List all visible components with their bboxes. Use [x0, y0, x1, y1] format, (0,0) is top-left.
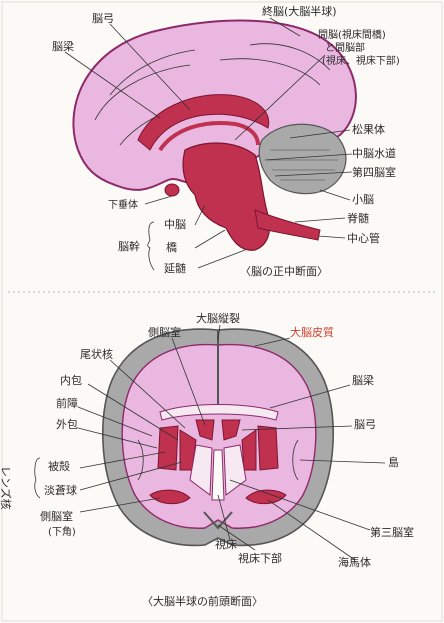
label-interthalamic-3: (視床、視床下部): [322, 54, 400, 67]
label-fourth-ventricle: 第四脳室: [352, 165, 396, 179]
label-fornix: 脳弓: [92, 12, 114, 25]
label-central-canal: 中心管: [347, 231, 380, 245]
bottom-caption: 〈大脳半球の前頭断面〉: [142, 594, 263, 608]
label-hypothalamus: 視床: [215, 537, 237, 551]
label-lateral-ventricle: 側脳室: [148, 325, 181, 339]
label-third-ventricle: 第三脳室: [370, 525, 414, 539]
pituitary-shape: [165, 184, 179, 196]
label-longitudinal-fissure: 大脳縦裂: [196, 311, 240, 325]
label-pons: 橋: [166, 240, 177, 254]
label-cerebellum: 小脳: [352, 193, 374, 206]
label-external-capsule: 外包: [56, 418, 78, 431]
label-corpus-callosum-coronal: 脳梁: [352, 373, 374, 387]
label-interthalamic-2: と間脳部: [325, 41, 365, 54]
label-cerebral-cortex: 大脳皮質: [290, 325, 334, 339]
label-claustrum: 前障: [56, 396, 78, 410]
label-fornix-coronal: 脳弓: [354, 418, 376, 431]
left-putamen: [158, 426, 178, 470]
label-pineal: 松果体: [352, 122, 385, 136]
label-interthalamic: 間脳(視床間橋): [318, 28, 386, 41]
third-ventricle: [212, 450, 224, 500]
label-inferior-horn: 側脳室: [40, 509, 73, 523]
label-internal-capsule: 内包: [60, 373, 82, 387]
label-lentiform: レンズ核: [0, 466, 13, 510]
label-insula: 島: [388, 455, 399, 469]
label-corpus-callosum: 脳梁: [52, 39, 74, 53]
label-medulla: 延髄: [164, 261, 186, 275]
label-spinal-cord: 脊髄: [347, 211, 369, 225]
top-caption: 〈脳の正中断面〉: [240, 264, 328, 278]
label-globus-pallidus: 淡蒼球: [44, 483, 77, 497]
label-putamen: 被殻: [48, 459, 70, 473]
label-midbrain: 中脳: [164, 218, 186, 231]
coronal-section: [103, 329, 333, 545]
label-inferior-horn-sub: (下角): [48, 526, 76, 538]
label-optic-chiasm: 視床下部: [238, 551, 282, 565]
label-pituitary: 下垂体: [108, 199, 138, 211]
label-brainstem: 脳幹: [118, 239, 140, 253]
label-cerebrum: 終脳(大脳半球): [262, 4, 337, 18]
label-caudate: 尾状核: [80, 347, 113, 361]
label-midbrain-aqueduct: 中脳水道: [352, 146, 396, 160]
label-hippocampus: 海馬体: [338, 555, 371, 569]
right-putamen: [258, 426, 278, 470]
